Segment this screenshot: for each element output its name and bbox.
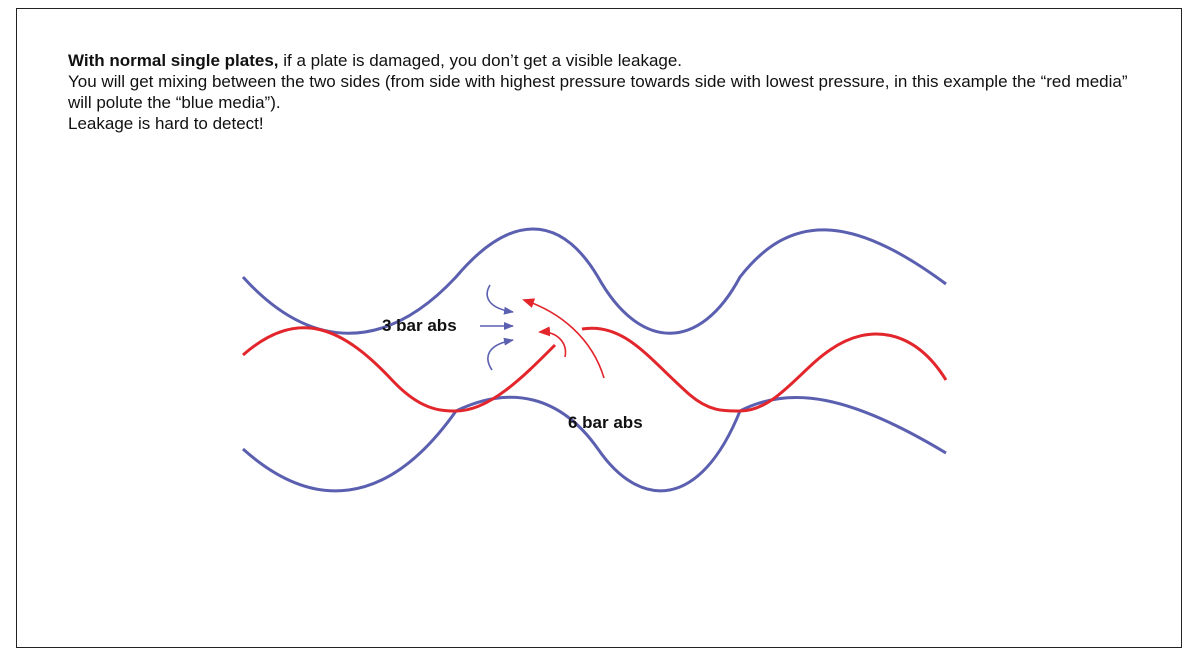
red-plate-right-segment bbox=[581, 326, 948, 413]
red-arrow-inner bbox=[538, 326, 567, 358]
intro-rest: if a plate is damaged, you don’t get a v… bbox=[278, 51, 683, 70]
blue-arrows-group bbox=[480, 284, 514, 371]
red-arrows-group bbox=[522, 298, 605, 379]
red-arrow-outer bbox=[522, 298, 605, 379]
description-text: With normal single plates, if a plate is… bbox=[68, 50, 1128, 134]
red-plate-left-segment bbox=[242, 326, 557, 413]
blue-arrow-top bbox=[486, 284, 514, 315]
blue-arrow-bottom bbox=[487, 337, 514, 371]
lower-plate-blue bbox=[241, 395, 947, 493]
low-pressure-label: 3 bar abs bbox=[382, 316, 457, 335]
leakage-note: Leakage is hard to detect! bbox=[68, 114, 264, 133]
upper-plate-blue bbox=[241, 227, 947, 335]
plate-leakage-diagram: 3 bar abs 6 bar abs bbox=[241, 227, 948, 493]
intro-line: With normal single plates, if a plate is… bbox=[68, 50, 1128, 71]
intro-bold: With normal single plates, bbox=[68, 51, 279, 70]
high-pressure-label: 6 bar abs bbox=[568, 413, 643, 432]
mixing-explanation: You will get mixing between the two side… bbox=[68, 72, 1128, 112]
